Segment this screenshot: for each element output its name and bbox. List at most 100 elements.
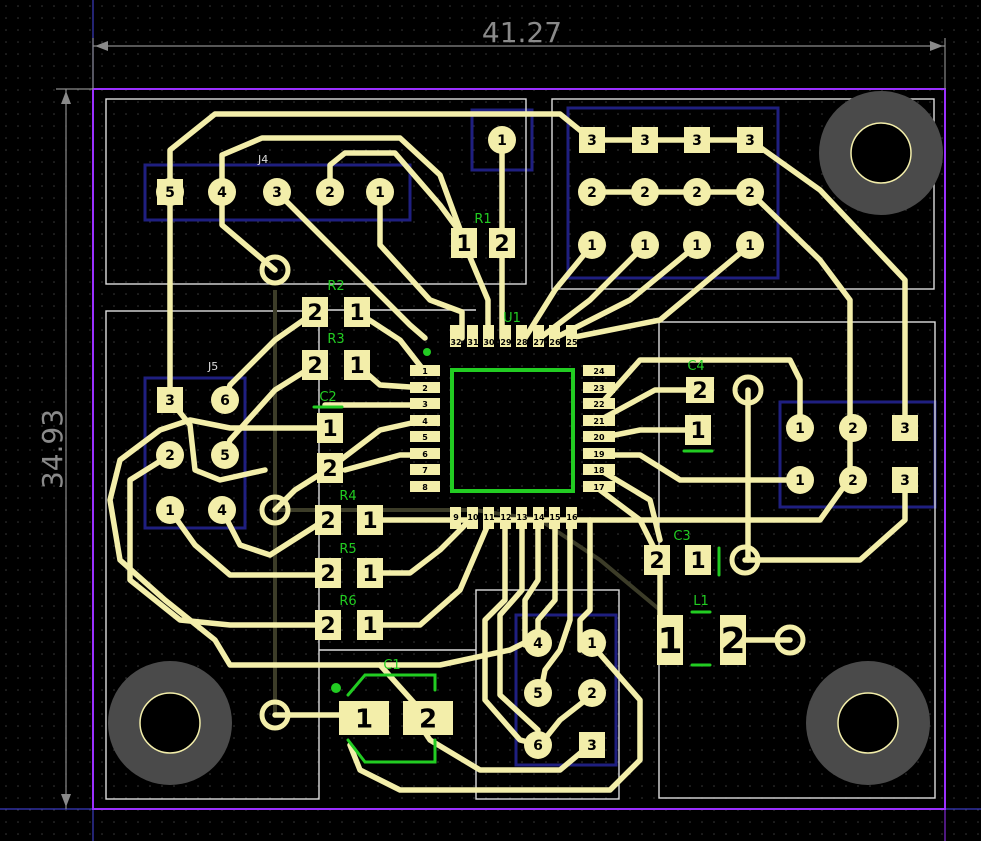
pad-number: 3 (900, 421, 910, 437)
svg-text:3: 3 (422, 400, 428, 409)
round-pad (211, 441, 239, 469)
svg-text:J5: J5 (207, 360, 218, 373)
pad-number: 5 (165, 185, 175, 201)
square-pad (737, 127, 763, 153)
square-pad (357, 558, 383, 588)
silkscreen-outlines (105, 98, 936, 800)
pad-number: 2 (322, 457, 337, 482)
svg-text:6: 6 (422, 450, 428, 459)
round-pad (263, 178, 291, 206)
round-pad (786, 414, 814, 442)
svg-text:20: 20 (593, 433, 605, 442)
r5-label: R5 (339, 542, 356, 557)
round-pad (578, 231, 606, 259)
svg-text:10: 10 (467, 513, 479, 522)
round-pad (839, 466, 867, 494)
square-pad (892, 467, 918, 493)
round-pad (156, 496, 184, 524)
svg-text:25: 25 (566, 338, 578, 347)
c1-label: C1 (383, 658, 400, 673)
square-pad (357, 610, 383, 640)
svg-text:J4: J4 (257, 153, 268, 166)
round-pad (524, 679, 552, 707)
round-pad (488, 126, 516, 154)
pad-number: 2 (720, 621, 745, 662)
square-pad (302, 297, 328, 327)
via (259, 699, 291, 731)
square-pad (684, 127, 710, 153)
round-pad (211, 386, 239, 414)
via (729, 544, 761, 576)
pad-number: 1 (587, 238, 597, 254)
square-pad (579, 732, 605, 758)
square-pad (315, 610, 341, 640)
round-pad (631, 231, 659, 259)
svg-text:29: 29 (500, 338, 512, 347)
pad-number: 2 (320, 509, 335, 534)
svg-text:15: 15 (549, 513, 561, 522)
square-pad (632, 127, 658, 153)
pad-number: 1 (692, 238, 702, 254)
square-pad (685, 415, 711, 445)
round-pad (683, 178, 711, 206)
pad-number: 3 (745, 133, 755, 149)
mounting-holes (108, 91, 943, 785)
pad-number: 2 (692, 185, 702, 201)
pad-number: 5 (220, 448, 230, 464)
c4-label: C4 (687, 359, 704, 374)
svg-text:30: 30 (483, 338, 495, 347)
pad-number: 2 (307, 354, 322, 379)
svg-text:11: 11 (483, 513, 495, 522)
silk-labels: J4 J5 (207, 153, 268, 373)
pad-number: 1 (362, 509, 377, 534)
svg-text:31: 31 (467, 338, 479, 347)
r3-label: R3 (327, 332, 344, 347)
pad-number: 6 (533, 738, 543, 754)
svg-text:1: 1 (422, 367, 428, 376)
svg-text:8: 8 (422, 483, 428, 492)
pad-number: 2 (165, 448, 175, 464)
via (259, 254, 291, 286)
pad-number: 2 (587, 185, 597, 201)
pad-number: 1 (456, 232, 471, 257)
square-pad (657, 615, 683, 665)
pad-number: 1 (349, 354, 364, 379)
reference-labels: U1 R1 R2 R3 R4 R5 R6 C1 C2 C3 C4 L1 (319, 212, 708, 673)
pad-number: 1 (349, 301, 364, 326)
pad-number: 1 (690, 549, 705, 574)
round-pad (839, 414, 867, 442)
svg-text:18: 18 (593, 466, 605, 475)
pad-number: 2 (587, 686, 597, 702)
u1-bottom-pins: 9 10 11 12 13 14 15 16 (450, 507, 578, 529)
pad-number: 1 (355, 704, 373, 734)
pad-number: 4 (217, 503, 227, 519)
square-pad (685, 545, 711, 575)
square-pad (489, 228, 515, 258)
svg-text:9: 9 (453, 513, 459, 522)
pin1-marker-u1 (423, 348, 431, 356)
pad-number: 6 (220, 393, 230, 409)
u1-left-pins: 1 2 3 4 5 6 7 8 (410, 365, 440, 492)
pad-number: 1 (795, 473, 805, 489)
pad-number: 1 (795, 421, 805, 437)
pad-number: 2 (325, 185, 335, 201)
round-pad (208, 496, 236, 524)
svg-text:7: 7 (422, 466, 428, 475)
svg-text:5: 5 (422, 433, 428, 442)
pad-number: 1 (640, 238, 650, 254)
via (732, 374, 764, 406)
square-pad (451, 228, 477, 258)
square-pad (317, 413, 343, 443)
svg-text:12: 12 (500, 513, 511, 522)
round-pad (631, 178, 659, 206)
u1-top-pins: 32 31 30 29 28 27 26 25 (450, 325, 578, 347)
svg-text:22: 22 (593, 400, 604, 409)
via (259, 494, 291, 526)
svg-text:13: 13 (516, 513, 527, 522)
pad-number: 2 (692, 379, 707, 404)
round-pad (578, 178, 606, 206)
pad-number: 5 (533, 686, 543, 702)
square-pad (686, 377, 714, 403)
